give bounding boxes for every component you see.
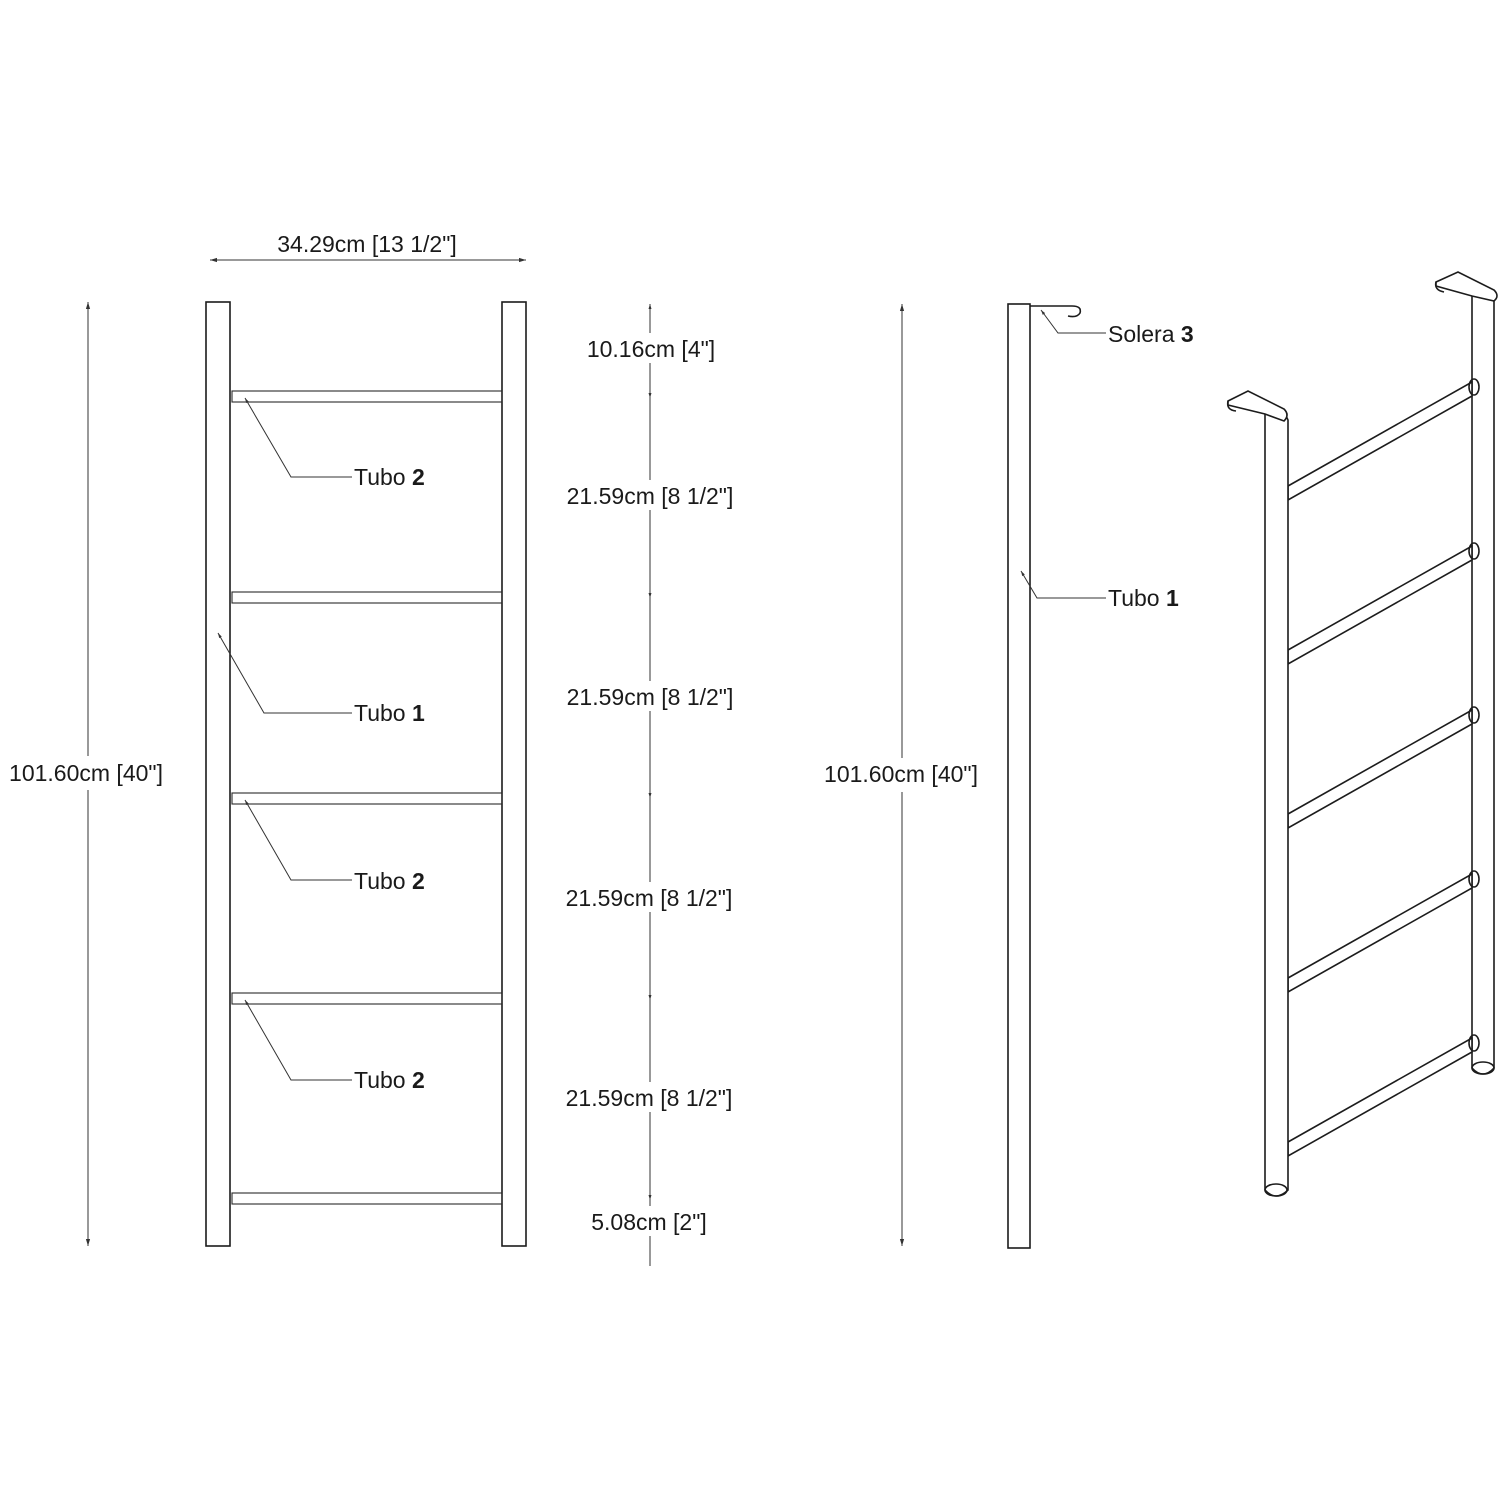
spacing-text-5: 21.59cm [8 1/2"]: [566, 1085, 733, 1111]
iso-front-post: [1264, 410, 1289, 1197]
iso-rung-5: [1287, 1036, 1473, 1158]
leader-line-solera-3: [1040, 309, 1106, 334]
iso-rung-2: [1287, 544, 1473, 666]
side-height-dimension-text: 101.60cm [40"]: [824, 761, 978, 787]
label-side-tubo-1: Tubo 1: [1108, 585, 1179, 611]
label-tubo-1: Tubo 1: [354, 700, 425, 726]
label-tubo-2-a: Tubo 2: [354, 464, 425, 490]
label-tubo-2-b: Tubo 2: [354, 868, 425, 894]
iso-rung-4: [1287, 872, 1473, 994]
side-post: [1007, 303, 1031, 1249]
iso-back-post-end: [1471, 1061, 1495, 1075]
iso-front-hook-curl: [1226, 400, 1237, 412]
spacing-text-4: 21.59cm [8 1/2"]: [566, 885, 733, 911]
iso-rung-5-end: [1468, 1034, 1480, 1052]
iso-back-hook-plate: [1435, 271, 1498, 302]
iso-rung-3-end: [1468, 706, 1480, 724]
rung-3: [231, 792, 503, 805]
spacing-text-6: 5.08cm [2"]: [591, 1209, 707, 1235]
front-view: 34.29cm [13 1/2"] 101.60cm [40"] Tubo 2 …: [0, 231, 527, 1247]
spacing-text-2: 21.59cm [8 1/2"]: [567, 483, 734, 509]
height-dimension-text: 101.60cm [40"]: [9, 760, 163, 786]
iso-back-post: [1471, 291, 1495, 1075]
label-tubo-2-c: Tubo 2: [354, 1067, 425, 1093]
iso-rungs: [1287, 378, 1480, 1158]
right-post: [501, 301, 527, 1247]
spacing-backdrop-3: [550, 681, 750, 711]
spacing-dimensions: 10.16cm [4"] 21.59cm [8 1/2"] 21.59cm [8…: [550, 304, 750, 1266]
iso-rung-1-end: [1468, 378, 1480, 396]
iso-front-hook-plate: [1227, 390, 1288, 422]
spacing-backdrop-1: [570, 333, 730, 363]
spacing-backdrop-5: [550, 1082, 750, 1112]
rung-1: [231, 390, 503, 403]
leader-line-tubo-2-a: [244, 397, 352, 478]
height-dimension-backdrop: [0, 756, 176, 790]
left-post: [205, 301, 231, 1247]
leader-line-tubo-1: [217, 632, 352, 714]
spacing-text-3: 21.59cm [8 1/2"]: [567, 684, 734, 710]
label-solera-3: Solera 3: [1108, 321, 1194, 347]
iso-front-post-end: [1264, 1183, 1288, 1197]
iso-back-hook-curl: [1434, 281, 1445, 293]
spacing-backdrop-2: [550, 480, 750, 510]
leader-line-tubo-2-c: [244, 999, 352, 1081]
leader-line-side-tubo-1: [1020, 570, 1106, 599]
spacing-text-1: 10.16cm [4"]: [587, 336, 715, 362]
side-view: 101.60cm [40"] Solera 3 Tubo 1: [812, 303, 1194, 1249]
rung-5: [231, 1192, 503, 1205]
side-hook: [1030, 305, 1082, 318]
spacing-backdrop-4: [550, 882, 750, 912]
side-height-backdrop: [812, 758, 992, 792]
rung-4: [231, 992, 503, 1005]
isometric-view: [1226, 271, 1498, 1197]
width-dimension-text: 34.29cm [13 1/2"]: [277, 231, 457, 257]
iso-rung-1: [1287, 380, 1473, 502]
rung-2: [231, 591, 503, 604]
iso-rung-3: [1287, 708, 1473, 830]
spacing-backdrop-6: [578, 1206, 722, 1236]
iso-rung-4-end: [1468, 870, 1480, 888]
leader-line-tubo-2-b: [244, 799, 352, 881]
iso-rung-2-end: [1468, 542, 1480, 560]
